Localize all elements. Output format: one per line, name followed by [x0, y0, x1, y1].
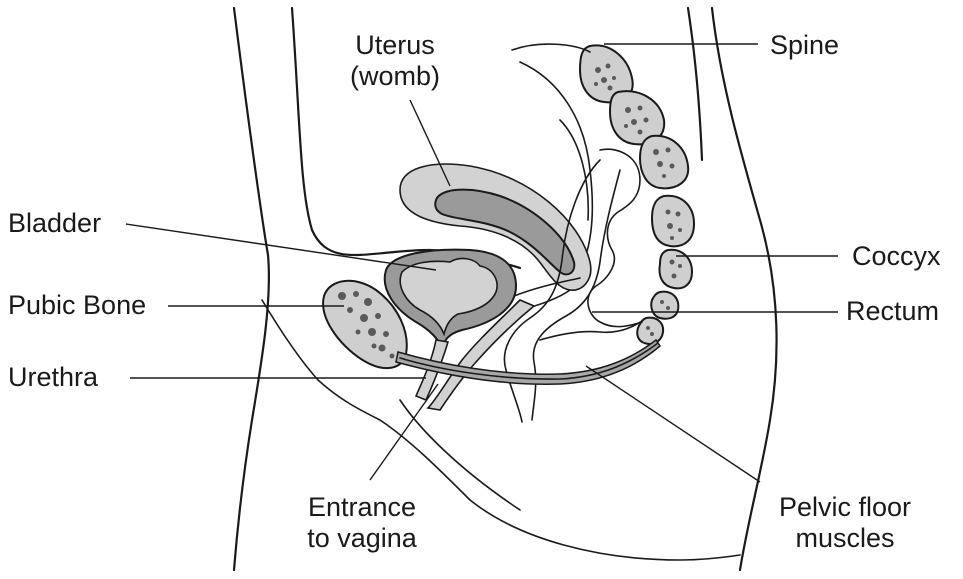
uterus-label-line2: (womb): [330, 61, 460, 92]
spine-label: Spine: [770, 30, 839, 61]
vertebra: [640, 136, 688, 188]
pelvic-floor-label: Pelvic floor muscles: [756, 492, 934, 554]
uterus-label-line1: Uterus: [330, 30, 460, 61]
vagina-label: Entrance to vagina: [282, 492, 442, 554]
pelvic-floor-label-line1: Pelvic floor: [756, 492, 934, 523]
bladder-leader: [126, 224, 436, 270]
vagina-leader: [370, 384, 438, 480]
urethra-label: Urethra: [8, 362, 98, 393]
vertebra: [651, 292, 678, 319]
pelvic-floor-leader: [586, 366, 760, 482]
vagina-label-line1: Entrance: [282, 492, 442, 523]
bladder-label: Bladder: [8, 208, 101, 239]
pelvic-floor-label-line2: muscles: [756, 523, 934, 554]
pubic-bone-label: Pubic Bone: [8, 290, 146, 321]
uterus-label: Uterus (womb): [330, 30, 460, 92]
coccyx-label: Coccyx: [852, 241, 941, 272]
rectum-label: Rectum: [846, 296, 939, 327]
vagina-label-line2: to vagina: [282, 523, 442, 554]
